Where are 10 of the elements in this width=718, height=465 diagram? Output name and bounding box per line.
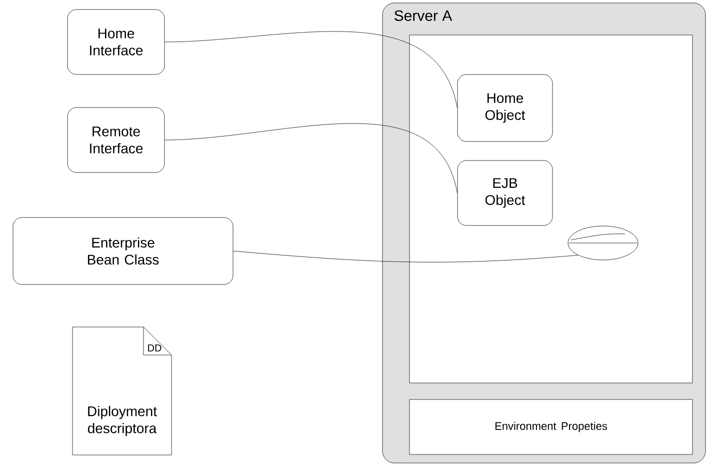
connector-line bbox=[164, 31, 458, 108]
object-box: Home Object bbox=[457, 74, 553, 142]
interface-box: Home Interface bbox=[67, 9, 165, 75]
class-box: Enterprise Bean Class bbox=[12, 217, 234, 285]
interface-box: Remote Interface bbox=[67, 107, 165, 173]
object-box: EJB Object bbox=[457, 160, 553, 226]
connector-line bbox=[233, 250, 578, 262]
properties-box: Environment Propeties bbox=[409, 399, 693, 455]
bean-ellipse bbox=[568, 226, 638, 260]
connector-line bbox=[164, 123, 458, 194]
